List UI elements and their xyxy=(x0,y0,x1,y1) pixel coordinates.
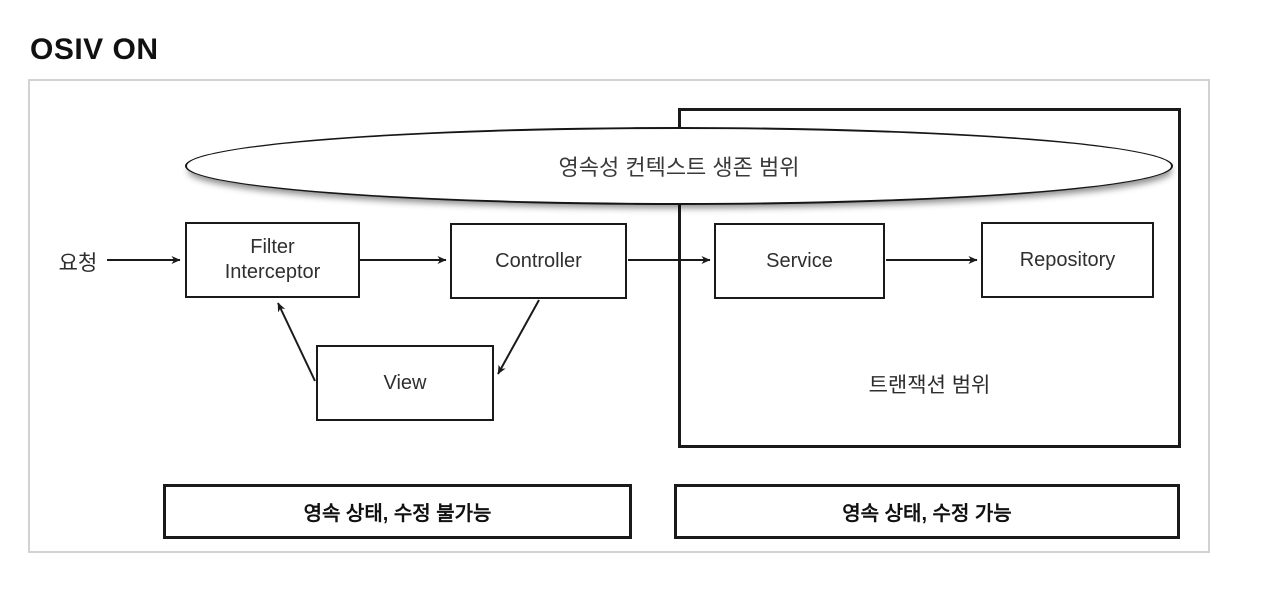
transaction-scope-label: 트랜잭션 범위 xyxy=(868,374,991,397)
arrow-controller-to-view xyxy=(497,299,540,375)
persistent-state-readonly-label: 영속 상태, 수정 불가능 xyxy=(303,503,492,525)
node-controller-label: Controller xyxy=(495,249,582,272)
node-service-label: Service xyxy=(766,249,833,272)
node-view-label: View xyxy=(383,371,427,394)
node-filter-line2: Interceptor xyxy=(224,261,321,283)
persistent-state-readonly-box: 영속 상태, 수정 불가능 xyxy=(163,484,632,539)
node-view: View xyxy=(316,345,494,421)
node-repository-label: Repository xyxy=(1019,248,1116,271)
node-filter-interceptor: Filter Interceptor xyxy=(185,222,360,298)
persistence-context-label: 영속성 컨텍스트 생존 범위 xyxy=(558,155,800,180)
arrow-view-to-filter xyxy=(277,302,316,382)
persistent-state-modifiable-label: 영속 상태, 수정 가능 xyxy=(842,503,1012,525)
node-repository: Repository xyxy=(981,222,1154,298)
node-filter-line1: Filter xyxy=(250,236,295,258)
node-service: Service xyxy=(714,223,885,299)
diagram-frame: 트랜잭션 범위 영속성 컨텍스트 생존 범위 요청 Filter Interce… xyxy=(28,79,1210,553)
page-title: OSIV ON xyxy=(30,33,159,66)
request-label: 요청 xyxy=(58,252,98,275)
node-controller: Controller xyxy=(450,223,627,299)
persistence-context-ellipse: 영속성 컨텍스트 생존 범위 xyxy=(185,127,1173,205)
persistent-state-modifiable-box: 영속 상태, 수정 가능 xyxy=(674,484,1180,539)
